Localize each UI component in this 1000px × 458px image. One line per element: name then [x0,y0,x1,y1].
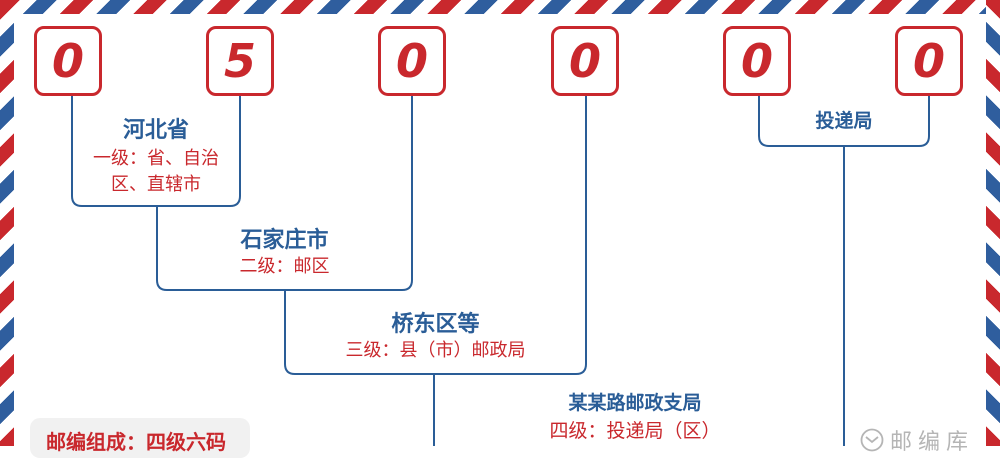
province-label: 河北省 一级：省、自治区、直辖市 [78,116,234,198]
city-name: 石家庄市 [240,227,329,253]
branch-name: 某某路邮政支局 [568,392,702,414]
composition-note: 邮编组成：四级六码 [30,418,250,458]
composition-note-text: 邮编组成：四级六码 [46,430,226,454]
branch-label: 某某路邮政支局 四级：投递局（区） [480,390,790,446]
province-level: 一级：省、自治区、直辖市 [93,148,219,195]
delivery-name: 投递局 [815,110,873,132]
county-label: 桥东区等 三级：县（市）邮政局 [290,310,581,364]
city-label: 石家庄市 二级：邮区 [162,226,407,280]
postal-digit-5: 0 [723,26,791,96]
airmail-border-top [0,0,1000,14]
envelope-icon [860,428,884,452]
airmail-border-right [986,0,1000,446]
site-watermark: 邮编库 [860,424,974,456]
county-level: 三级：县（市）邮政局 [345,340,526,361]
postal-digit-4: 0 [551,26,619,96]
city-level: 二级：邮区 [239,256,330,277]
watermark-text: 邮编库 [890,430,975,455]
county-name: 桥东区等 [391,311,480,337]
delivery-label: 投递局 [764,108,924,134]
airmail-border-left [0,0,14,446]
branch-level: 四级：投递局（区） [549,420,721,442]
bracket-connector-lines [71,96,930,446]
postal-digit-6: 0 [895,26,963,96]
postal-digit-3: 0 [378,26,446,96]
postal-digit-2: 5 [206,26,274,96]
bracket-county [284,96,587,375]
postal-digit-1: 0 [34,26,102,96]
province-name: 河北省 [122,117,189,143]
